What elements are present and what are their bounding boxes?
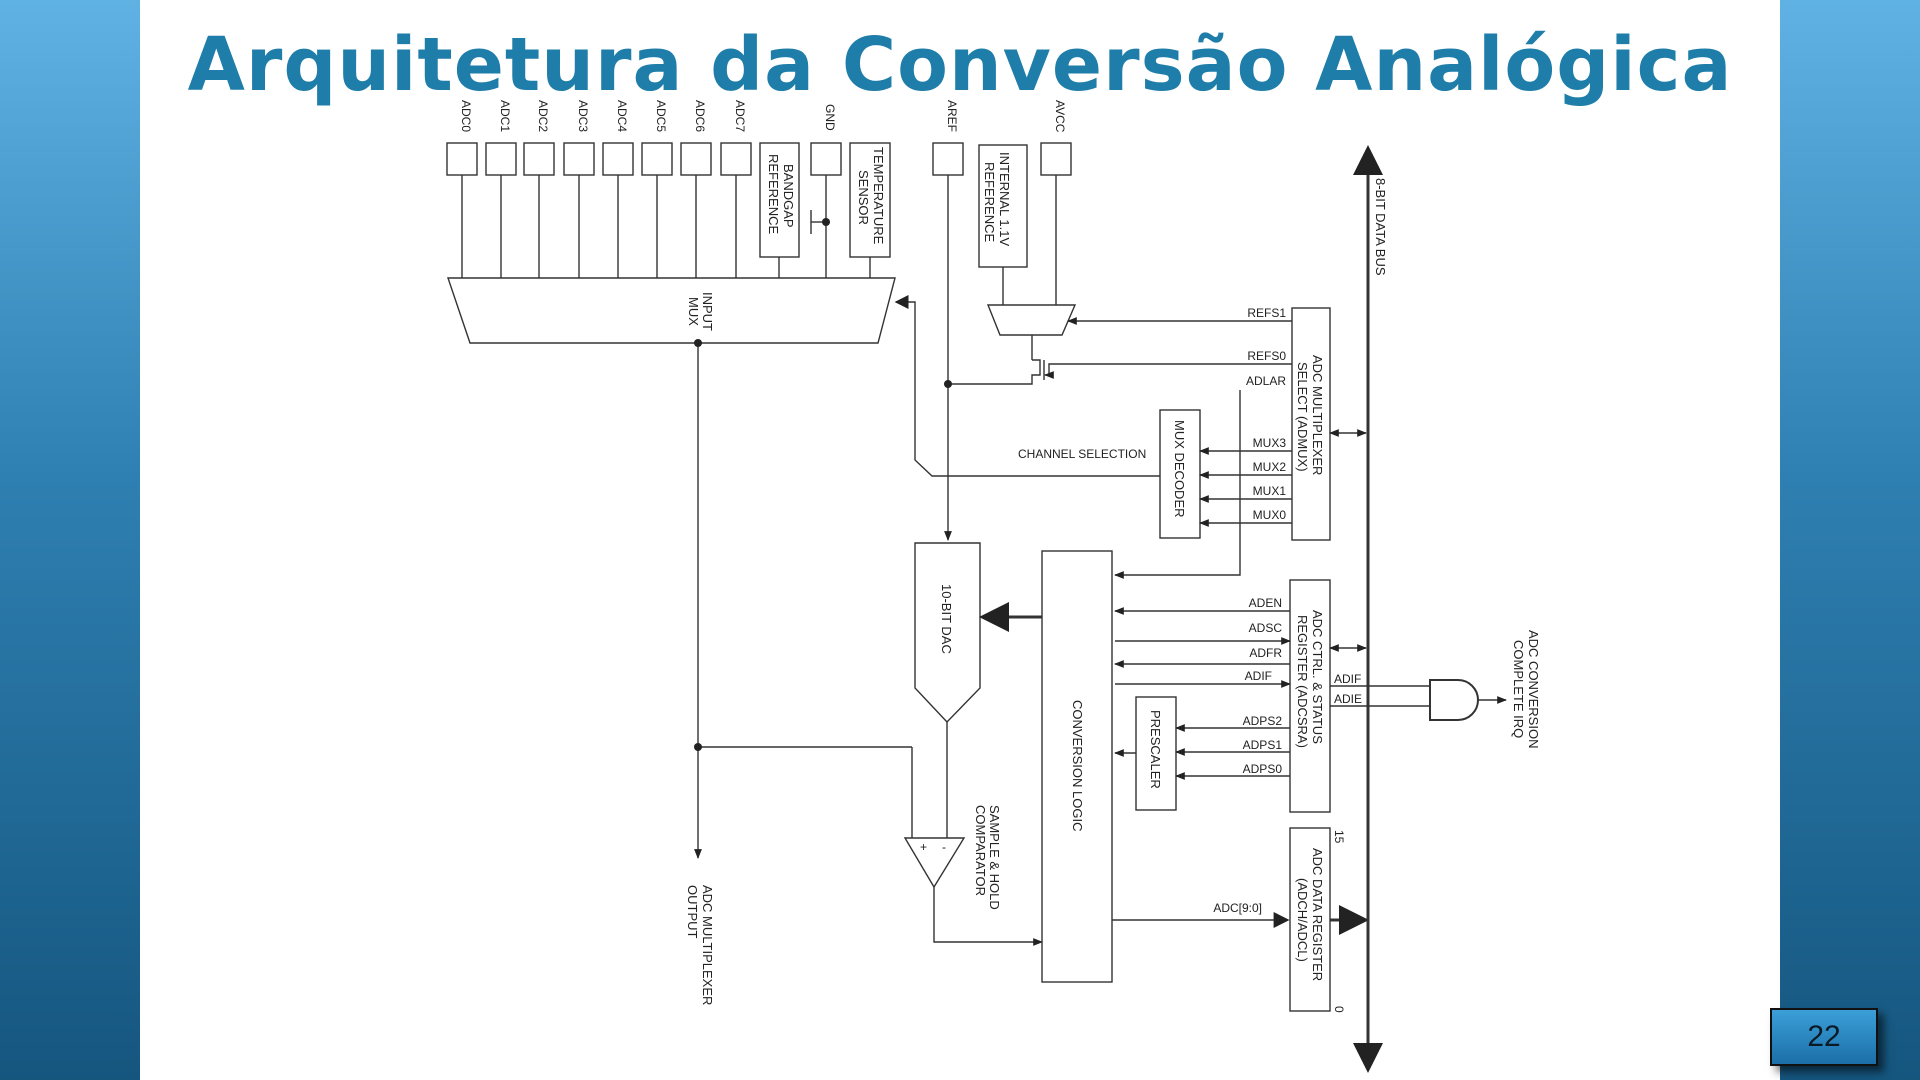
pin-label: ADC1 (498, 100, 512, 132)
bandgap-label: BANDGAP (781, 164, 796, 228)
aref-junction (944, 380, 952, 388)
signal-adsc: ADSC (1249, 621, 1283, 635)
pin-label: ADC6 (693, 100, 707, 132)
gnd-junction (822, 218, 830, 226)
pin-avcc-box (1040, 142, 1072, 176)
pin-label: ADC2 (536, 100, 550, 132)
comparator-label: COMPARATOR (973, 805, 988, 896)
signal-adlar: ADLAR (1246, 374, 1286, 388)
internal-ref-label: REFERENCE (982, 162, 997, 243)
conversion-logic-box (1041, 550, 1113, 983)
signal-mux1: MUX1 (1253, 484, 1287, 498)
signal-irq-adif: ADIF (1334, 672, 1361, 686)
pin-adc0-box (446, 142, 478, 176)
signal-refs1: REFS1 (1247, 306, 1286, 320)
adcsra-label: ADC CTRL. & STATUS (1310, 610, 1325, 744)
mux-decoder-label: MUX DECODER (1172, 420, 1187, 518)
dac-shape (914, 542, 981, 724)
comparator-input-junction (694, 743, 702, 751)
admux-label: SELECT (ADMUX) (1295, 362, 1310, 472)
pin-label: AVCC (1053, 100, 1067, 133)
pin-label: ADC4 (615, 100, 629, 132)
signal-refs0: REFS0 (1247, 349, 1286, 363)
bit-15-label: 15 (1332, 830, 1346, 844)
temperature-label: SENSOR (856, 170, 871, 225)
comparator-plus: + (920, 840, 927, 854)
signal-channel-selection: CHANNEL SELECTION (1018, 447, 1146, 461)
pin-adc7-box (720, 142, 752, 176)
signal-adps2: ADPS2 (1243, 714, 1283, 728)
signal-adc-bits: ADC[9:0] (1213, 901, 1262, 915)
signal-adif: ADIF (1245, 669, 1272, 683)
dac-label: 10-BIT DAC (939, 584, 954, 654)
slide: Arquitetura da Conversão Analógica (140, 0, 1878, 1080)
pin-adc4-box (602, 142, 634, 176)
adc-block-diagram: ADC0 ADC1 ADC2 ADC3 ADC4 ADC5 ADC6 ADC7 … (446, 100, 1541, 1073)
page-number-badge: 22 (1770, 1008, 1878, 1066)
signal-mux2: MUX2 (1253, 460, 1287, 474)
pin-label: ADC3 (576, 100, 590, 132)
pin-label: ADC0 (459, 100, 473, 132)
adcsra-label: REGISTER (ADCSRA) (1295, 615, 1310, 748)
admux-label: ADC MULTIPLEXER (1310, 355, 1325, 475)
mux-output-label: OUTPUT (685, 885, 700, 939)
signal-aden: ADEN (1249, 596, 1282, 610)
input-mux-label: MUX (686, 297, 701, 326)
and-gate-shape (1429, 679, 1479, 721)
data-bus-label: 8-BIT DATA BUS (1373, 178, 1388, 276)
internal-ref-label: INTERNAL 1.1V (997, 152, 1012, 246)
admux-register-box (1291, 307, 1331, 541)
signal-adfr: ADFR (1249, 646, 1282, 660)
input-mux-label: INPUT (700, 292, 715, 331)
pin-adc6-box (680, 142, 712, 176)
adc-data-label: (ADCH/ADCL) (1295, 878, 1310, 962)
reference-mux-shape (986, 304, 1077, 336)
pin-label: AREF (945, 100, 959, 132)
pin-adc3-box (563, 142, 595, 176)
pin-adc5-box (641, 142, 673, 176)
signal-mux0: MUX0 (1253, 508, 1287, 522)
bit-0-label: 0 (1332, 1006, 1346, 1013)
signal-mux3: MUX3 (1253, 436, 1287, 450)
conversion-logic-label: CONVERSION LOGIC (1070, 700, 1085, 831)
irq-label: ADC CONVERSION (1526, 630, 1541, 748)
prescaler-label: PRESCALER (1148, 710, 1163, 789)
comparator-label: SAMPLE & HOLD (987, 805, 1002, 910)
input-mux-shape (447, 277, 896, 344)
pin-adc2-box (523, 142, 555, 176)
pin-aref-box (932, 142, 964, 176)
bandgap-label: REFERENCE (766, 154, 781, 235)
signal-adps1: ADPS1 (1243, 738, 1283, 752)
adc-data-label: ADC DATA REGISTER (1310, 848, 1325, 981)
mux-output-label: ADC MULTIPLEXER (700, 885, 715, 1005)
mux-output-junction (694, 339, 702, 347)
signal-irq-adie: ADIE (1334, 692, 1362, 706)
irq-label: COMPLETE IRQ (1511, 640, 1526, 738)
pin-label: ADC5 (654, 100, 668, 132)
signal-adps0: ADPS0 (1243, 762, 1283, 776)
adcsra-register-box (1289, 579, 1331, 813)
temperature-label: TEMPERATURE (871, 147, 886, 245)
pin-adc1-box (485, 142, 517, 176)
comparator-minus: - (942, 840, 946, 854)
slide-title: Arquitetura da Conversão Analógica (187, 22, 1733, 108)
pin-label: ADC7 (733, 100, 747, 132)
pin-label: GND (823, 104, 837, 131)
pin-gnd-box (810, 142, 842, 176)
comparator-shape (903, 837, 966, 889)
